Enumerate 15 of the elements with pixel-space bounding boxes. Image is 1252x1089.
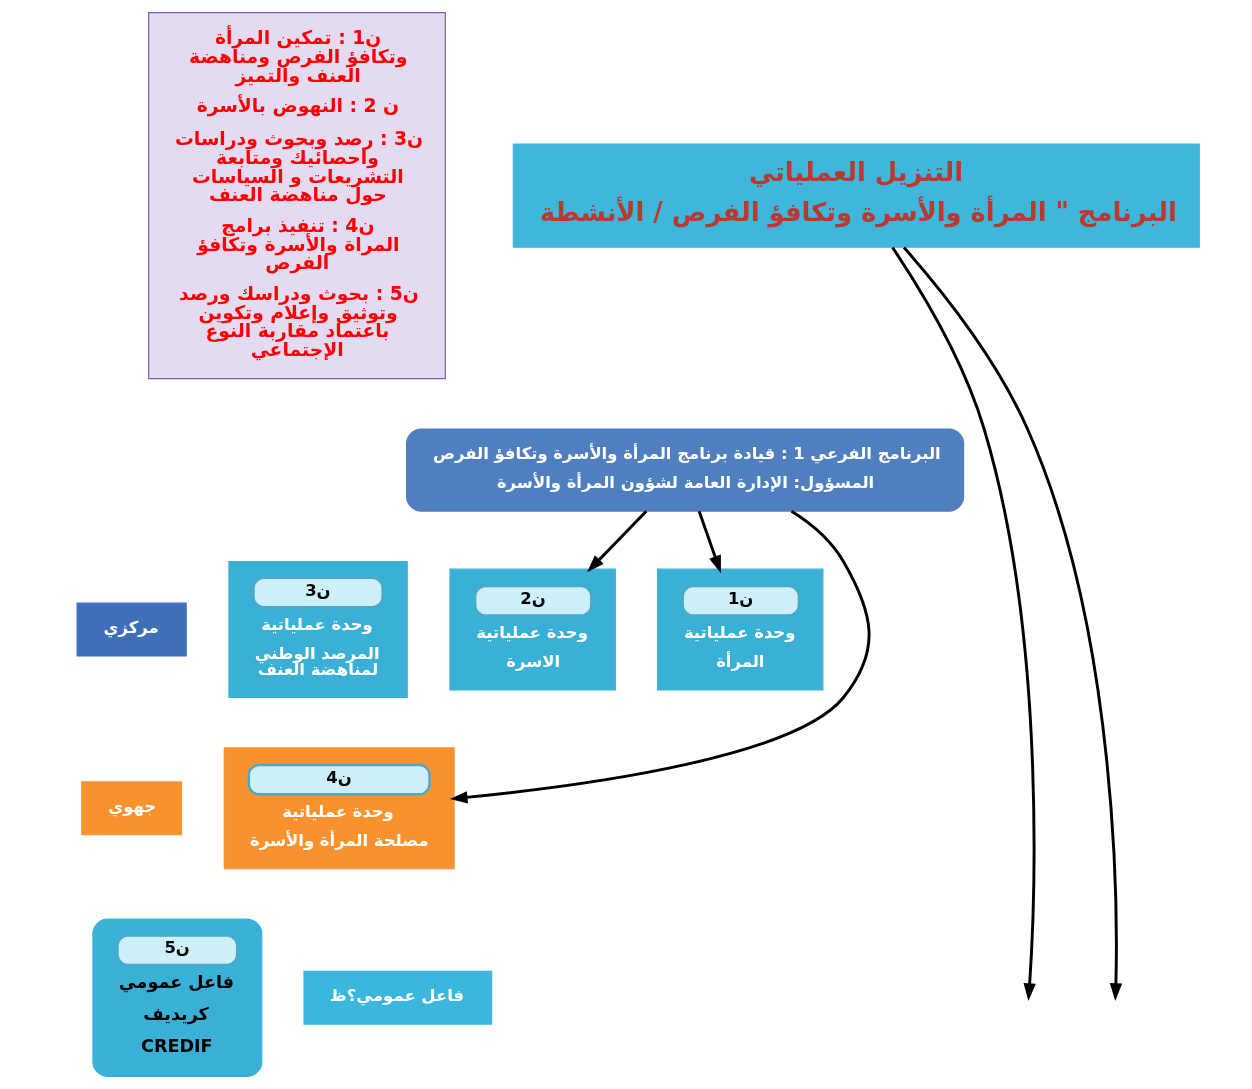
arrow <box>587 510 648 573</box>
node-box: ن3 وحدة عملياتية المرصد الوطني لمناهضة العنف <box>228 560 408 699</box>
node-box: جهوي <box>81 781 183 836</box>
node-box: ن2 وحدة عملياتية الاسرة <box>449 568 616 691</box>
arrow <box>902 246 1123 1001</box>
node-box: مركزي <box>76 602 187 657</box>
node-box: البرنامج الفرعي 1 : قيادة برنامج المرأة والأسرة وتكافؤ الفرص المسؤول: الإدارة العامة لشؤون المرأة والأسرة <box>406 428 965 512</box>
node-box: ن1 : تمكين المرأة وتكافؤ الفرص ومناهضة العنف والتميز ن 2 : النهوض بالأسرة ن3 : رصد وبحوث ودراسات واحصائيك ومتابعة التشريعات و السياسات حول مناهضة العنف ن4 : تنفيذ برامج المراة والأسرة وتكافؤ الفرص ن5 : بحوث ودراسك ورصد وتوثيق وإعلام وتكوين باعتماد مقاربة النوع الإجتماعي <box>148 12 446 380</box>
node-box: ن1 وحدة عملياتية المرأة <box>656 568 824 691</box>
node-box: فاعل عمومي؟ظ <box>303 970 493 1025</box>
node-box: التنزيل العملياتي البرنامج " المرأة والأسرة وتكافؤ الفرص / الأنشطة <box>512 143 1200 248</box>
arrow <box>449 510 871 804</box>
node-box: ن4 وحدة عملياتية مصلحة المرأة والأسرة <box>223 747 455 870</box>
arrow <box>697 510 721 574</box>
arrow <box>891 246 1036 1001</box>
